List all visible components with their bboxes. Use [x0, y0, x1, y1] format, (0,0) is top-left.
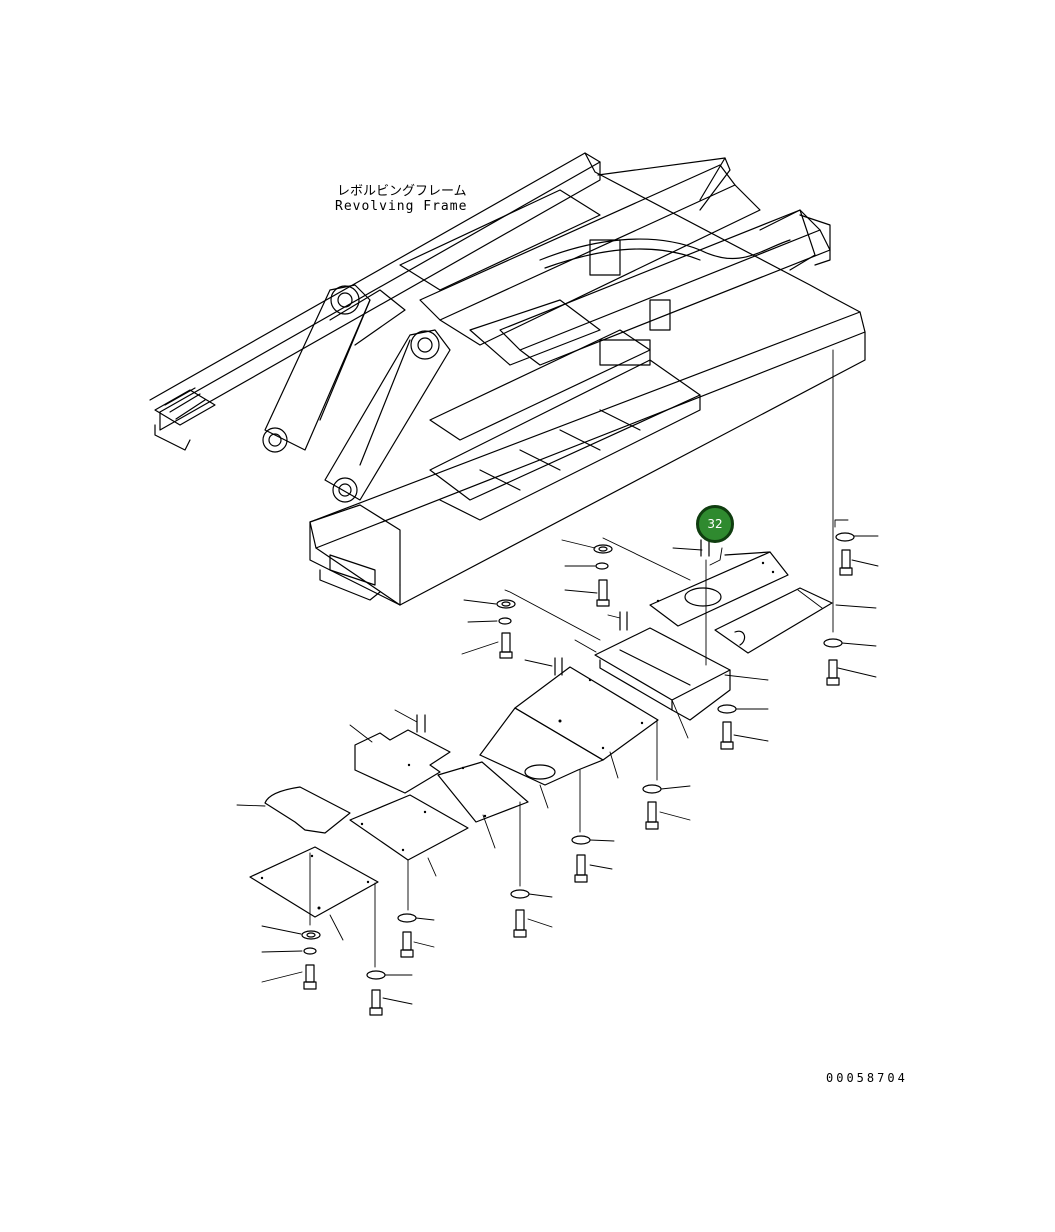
figure-number: 00058704	[826, 1071, 908, 1085]
revolving-frame-drawing	[149, 152, 866, 606]
part-callout-badge[interactable]: 32	[696, 505, 734, 543]
plate-holes	[260, 561, 775, 910]
cover-plates	[249, 539, 833, 918]
leader-lines	[236, 349, 879, 1005]
bolts-washers	[301, 532, 855, 1016]
frame-title-japanese: レボルビングフレーム	[337, 184, 467, 199]
frame-title-english: Revolving Frame	[335, 199, 468, 214]
callout-number: 32	[707, 517, 723, 531]
